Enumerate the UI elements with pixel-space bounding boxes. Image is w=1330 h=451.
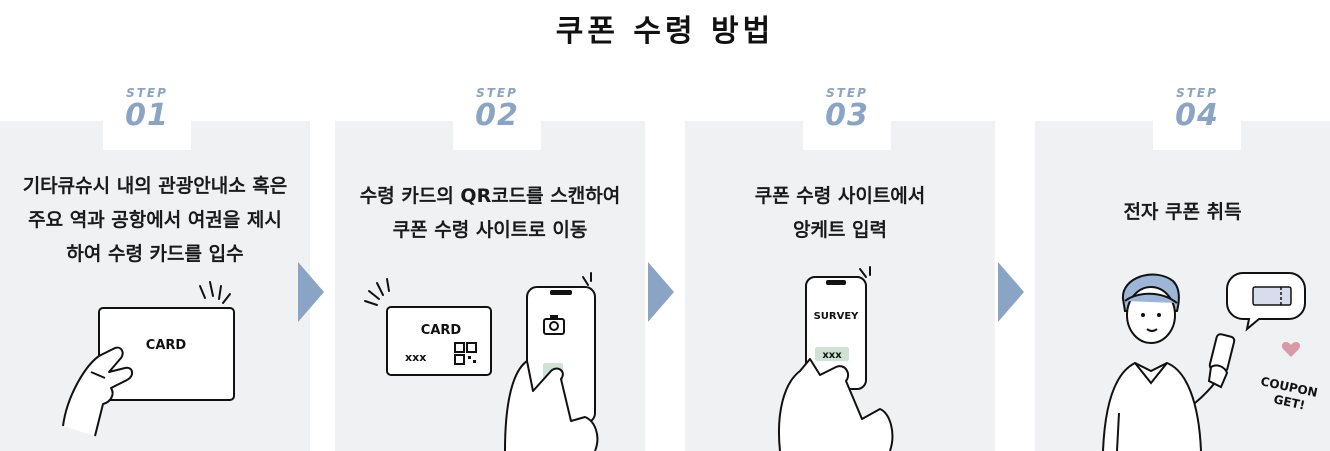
step-2-line-1: 수령 카드의 QR코드를 스캔하여: [359, 185, 621, 207]
step-4-badge: STEP 04: [1153, 84, 1241, 150]
step-1-line-1: 기타큐슈시 내의 관광안내소 혹은: [22, 175, 288, 197]
step-3-line-2: 앙케트 입력: [792, 219, 887, 241]
step-3-description: 쿠폰 수령 사이트에서 앙케트 입력: [685, 179, 995, 247]
survey-phone-illustration: SURVEY xxx: [778, 266, 894, 451]
chevron-right-icon: [298, 262, 324, 322]
scan-qr-illustration: CARD xxx: [364, 272, 599, 451]
step-2-card-label: CARD: [421, 323, 462, 338]
step-3-phone-label: SURVEY: [814, 311, 860, 322]
step-1-label: STEP: [126, 86, 168, 100]
step-3-line-1: 쿠폰 수령 사이트에서: [754, 185, 926, 207]
step-4-number: 04: [1175, 98, 1219, 133]
step-1-line-2: 주요 역과 공항에서 여권을 제시: [28, 209, 282, 231]
step-3-label: STEP: [826, 86, 868, 100]
chevron-right-icon: [648, 262, 674, 322]
step-2-panel: 수령 카드의 QR코드를 스캔하여 쿠폰 수령 사이트로 이동 CARD xxx: [335, 121, 645, 451]
step-1-number: 01: [125, 98, 169, 133]
step-2-line-2: 쿠폰 수령 사이트로 이동: [392, 219, 588, 241]
step-3-badge: STEP 03: [803, 84, 891, 150]
step-3-phone-code: xxx: [822, 350, 842, 361]
step-2-badge: STEP 02: [453, 84, 541, 150]
ticket-icon: [1252, 286, 1292, 306]
step-1-description: 기타큐슈시 내의 관광안내소 혹은 주요 역과 공항에서 여권을 제시 하여 수…: [0, 169, 310, 271]
step-1-card-label: CARD: [146, 338, 187, 353]
qr-code-icon: [454, 342, 477, 365]
step-2-card-code: xxx: [405, 351, 426, 364]
camera-icon: [543, 315, 565, 335]
step-3-number: 03: [825, 98, 869, 133]
step-1-line-3: 하여 수령 카드를 입수: [66, 243, 244, 265]
step-1-badge: STEP 01: [103, 84, 191, 150]
step-4-description: 전자 쿠폰 취득: [1035, 195, 1330, 229]
heart-icon: [1281, 342, 1301, 357]
step-3-panel: 쿠폰 수령 사이트에서 앙케트 입력 SURVEY xxx: [685, 121, 995, 451]
coupon-text-line-2: GET!: [1272, 392, 1306, 412]
step-2-label: STEP: [476, 86, 518, 100]
step-4-panel: 전자 쿠폰 취득 COUPON GET!: [1035, 121, 1330, 451]
step-2-description: 수령 카드의 QR코드를 스캔하여 쿠폰 수령 사이트로 이동: [335, 179, 645, 247]
coupon-get-illustration: COUPON GET!: [1102, 272, 1319, 451]
page-title: 쿠폰 수령 방법: [555, 14, 775, 49]
step-4-line-1: 전자 쿠폰 취득: [1123, 201, 1242, 223]
step-4-label: STEP: [1176, 86, 1218, 100]
step-2-number: 02: [475, 98, 519, 133]
hand-holding-card-illustration: CARD: [62, 281, 235, 437]
chevron-right-icon: [998, 262, 1024, 322]
step-1-panel: 기타큐슈시 내의 관광안내소 혹은 주요 역과 공항에서 여권을 제시 하여 수…: [0, 121, 310, 451]
